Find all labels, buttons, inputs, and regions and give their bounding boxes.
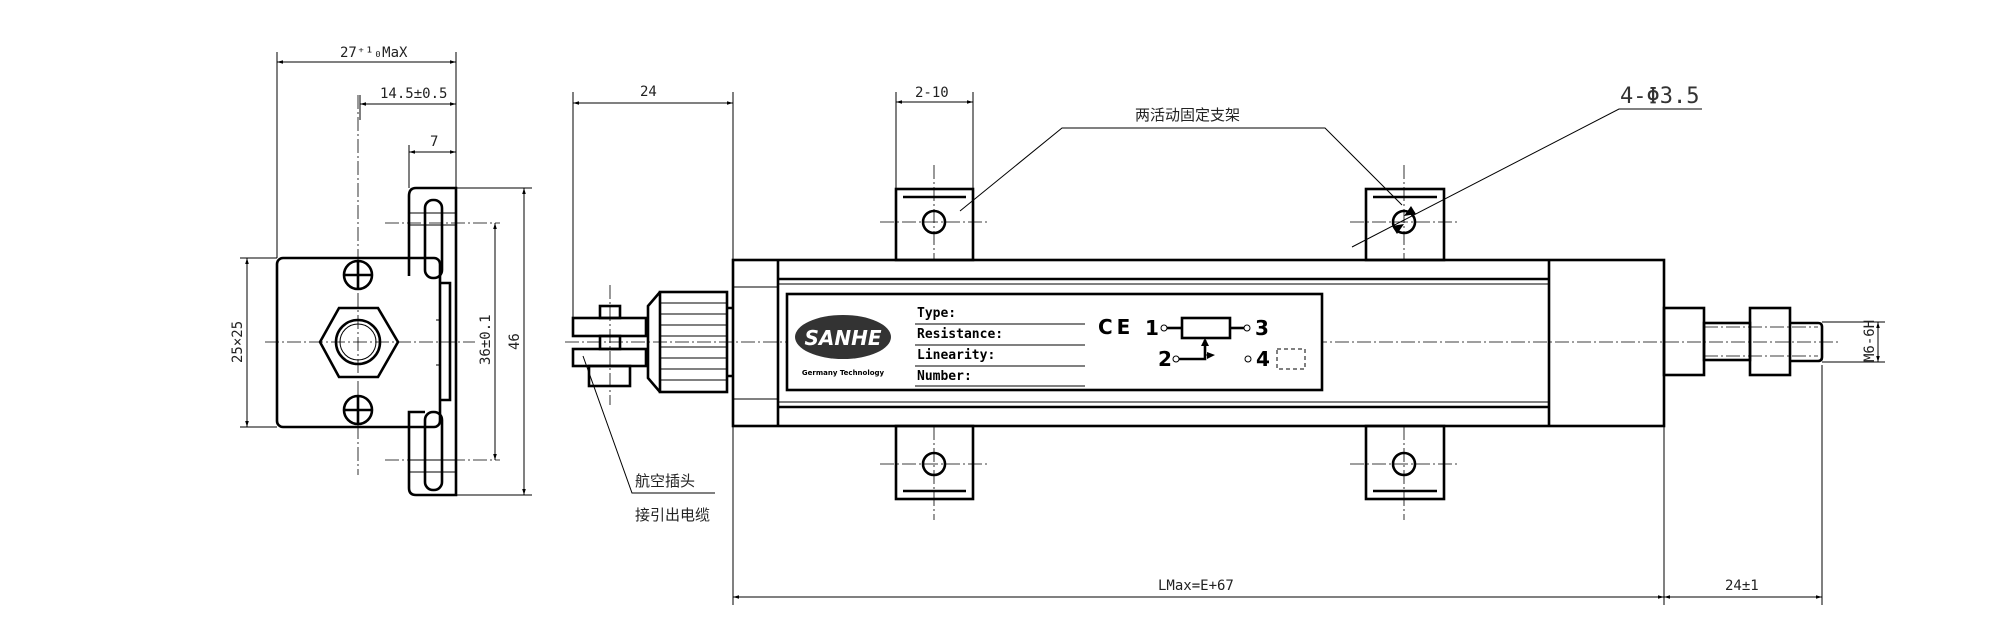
hole-note: 4-Φ3.5 <box>1620 84 1699 109</box>
svg-text:Germany Technology: Germany Technology <box>802 369 885 377</box>
dim-connector-label: 24 <box>640 84 657 100</box>
ce-mark: CE <box>1098 315 1134 339</box>
nameplate: SANHE Germany Technology Type: Resistanc… <box>785 292 1324 392</box>
dim-square-label: 25×25 <box>230 321 246 363</box>
potentiometer-symbol: 1 3 2 4 <box>1145 316 1306 371</box>
front-view: 24 航空插头 接引出电缆 <box>565 84 1885 605</box>
dim-thread-label: M6-6H <box>1862 320 1878 362</box>
svg-text:2: 2 <box>1158 347 1172 371</box>
svg-text:4: 4 <box>1256 347 1270 371</box>
aviation-plug <box>571 285 733 405</box>
field-type: Type: <box>917 306 956 321</box>
svg-text:3: 3 <box>1255 316 1269 340</box>
mounting-bracket <box>1350 165 1460 262</box>
bracket-note: 两活动固定支架 <box>1135 106 1240 124</box>
mounting-bracket <box>1350 424 1460 520</box>
mounting-bracket <box>880 165 990 262</box>
dim-offset-label: 7 <box>430 134 438 150</box>
dim-bracket-label: 2-10 <box>915 85 949 101</box>
mounting-bracket <box>880 424 990 520</box>
dim-height-label: 46 <box>507 333 523 350</box>
connector-note-1: 航空插头 <box>635 472 695 490</box>
side-view: 27⁺¹₀MaX 14.5±0.5 7 <box>230 45 532 497</box>
dim-length-label: LMax=E+67 <box>1158 578 1234 594</box>
field-linearity: Linearity: <box>917 348 995 363</box>
svg-text:SANHE: SANHE <box>804 326 881 350</box>
svg-text:1: 1 <box>1145 316 1159 340</box>
rod-end <box>1662 306 1824 377</box>
sanhe-logo: SANHE Germany Technology <box>795 315 891 377</box>
hex-nut <box>318 306 400 379</box>
dim-hole-pitch-label: 36±0.1 <box>478 314 494 365</box>
connector-note-2: 接引出电缆 <box>635 506 710 524</box>
dim-rod-label: 24±1 <box>1725 578 1759 594</box>
dim-width-label: 27⁺¹₀MaX <box>340 45 408 61</box>
field-resistance: Resistance: <box>917 327 1003 342</box>
field-number: Number: <box>917 369 972 384</box>
dim-center-label: 14.5±0.5 <box>380 86 447 102</box>
bracket-plate <box>407 186 458 497</box>
